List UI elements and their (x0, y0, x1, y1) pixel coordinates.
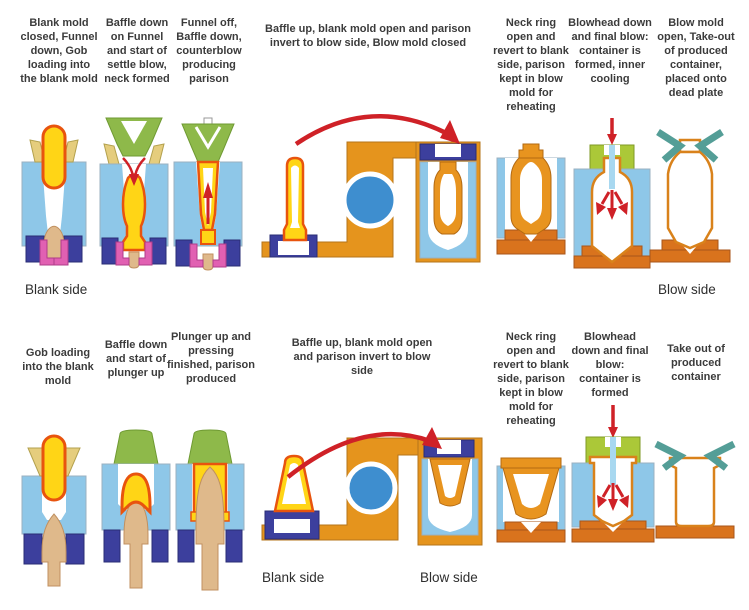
neck-ring (189, 243, 204, 268)
blow-tube (609, 145, 615, 189)
plunger-tip (202, 253, 214, 271)
formed-neck (200, 229, 216, 245)
plunger-tip (128, 251, 140, 269)
neck-ring-block (151, 529, 169, 563)
step-label: Neck ring open and revert to blank side,… (493, 331, 569, 428)
take-out-tongs (654, 440, 736, 471)
baffle (105, 117, 163, 157)
bottom-step-1-diagram (18, 430, 90, 590)
bottom-step-2-diagram (96, 428, 176, 593)
blow-air-arrows (597, 483, 629, 511)
settle-blow-arrow (122, 157, 146, 186)
baffle (113, 429, 159, 465)
bottom-step-4-diagram (493, 438, 569, 550)
step-label: Baffle up, blank mold open and parison i… (265, 23, 471, 50)
plunger-tip (43, 225, 65, 261)
funnel (29, 139, 79, 163)
step-label: Neck ring open and revert to blank side,… (493, 17, 569, 114)
blow-side-label: Blow side (420, 570, 478, 585)
top-step-5-diagram (566, 118, 660, 270)
transfer-wheel (344, 461, 398, 515)
transfer-wheel (341, 171, 399, 229)
final-blow-arrow (608, 405, 618, 438)
top-step-3-diagram (170, 117, 246, 278)
bottom-transfer-diagram (258, 415, 490, 575)
blank-side-label: Blank side (25, 282, 88, 297)
plunger (41, 513, 67, 587)
container (666, 138, 714, 250)
blank-side-label: Blank side (262, 570, 325, 585)
final-blow-arrow (607, 118, 617, 145)
neck-ring-block (65, 533, 85, 565)
inverted-parison-stand (264, 454, 320, 540)
neck-ring (138, 241, 153, 266)
neck-ring-block (23, 533, 43, 565)
step-label: Take out of produced container (667, 343, 725, 384)
gob (41, 434, 67, 502)
neck-ring-block (225, 529, 243, 563)
gob (41, 124, 67, 190)
counterblow-arrow (203, 182, 213, 224)
step-label: Gob loading into the blank mold (22, 347, 94, 388)
step-label: Baffle down and start of plunger up (104, 339, 168, 380)
plunger (195, 466, 225, 591)
blow-side-label: Blow side (658, 282, 716, 297)
step-label: Blowhead down and final blow: container … (568, 17, 652, 86)
container (668, 456, 722, 528)
step-label: Blank mold closed, Funnel down, Gob load… (20, 17, 98, 86)
neck-ring (115, 241, 130, 266)
funnel (103, 143, 165, 165)
blow-mold-closed (419, 143, 477, 259)
step-label: Baffle up, blank mold open and parison i… (291, 337, 433, 378)
neck-ring-assembly (175, 229, 241, 271)
top-step-2-diagram (96, 117, 172, 278)
step-label: Blow mold open, Take-out of produced con… (657, 17, 735, 100)
top-transfer-diagram (258, 100, 490, 290)
neck-ring-block (103, 529, 121, 563)
step-label: Funnel off, Baffle down, counterblow pro… (176, 17, 242, 86)
plunger (123, 495, 149, 589)
bottom-step-5-diagram (566, 405, 660, 550)
blow-mold-closed (421, 439, 479, 536)
step-label: Plunger up and pressing finished, pariso… (166, 331, 255, 386)
invert-arrow (286, 427, 442, 479)
dead-plate (655, 525, 735, 539)
neck-ring (212, 243, 227, 268)
neck-ring-block (177, 529, 195, 563)
step-label: Blowhead down and final blow: container … (571, 331, 649, 400)
gob (120, 472, 152, 516)
dead-plate-base (496, 229, 566, 255)
bottom-step-3-diagram (170, 428, 250, 593)
baffle (181, 117, 235, 163)
step-label: Baffle down on Funnel and start of settl… (104, 17, 170, 86)
top-step-4-diagram (493, 128, 569, 268)
neck-ring (53, 239, 69, 266)
dead-plate-base (496, 521, 566, 543)
bottom-step-6-diagram (650, 438, 746, 548)
take-out-tongs (656, 129, 724, 163)
parison (510, 143, 552, 235)
inverted-parison-stand (269, 156, 318, 258)
invert-arrow (294, 113, 460, 146)
neck-ring-assembly (101, 237, 167, 269)
blow-tube (610, 437, 616, 485)
top-step-6-diagram (644, 128, 744, 268)
blow-air-arrows (596, 190, 628, 220)
neck-ring-assembly (25, 225, 83, 266)
molten-glass (121, 173, 147, 252)
parison (500, 457, 562, 520)
top-step-1-diagram (18, 118, 90, 278)
baffle (187, 429, 233, 465)
